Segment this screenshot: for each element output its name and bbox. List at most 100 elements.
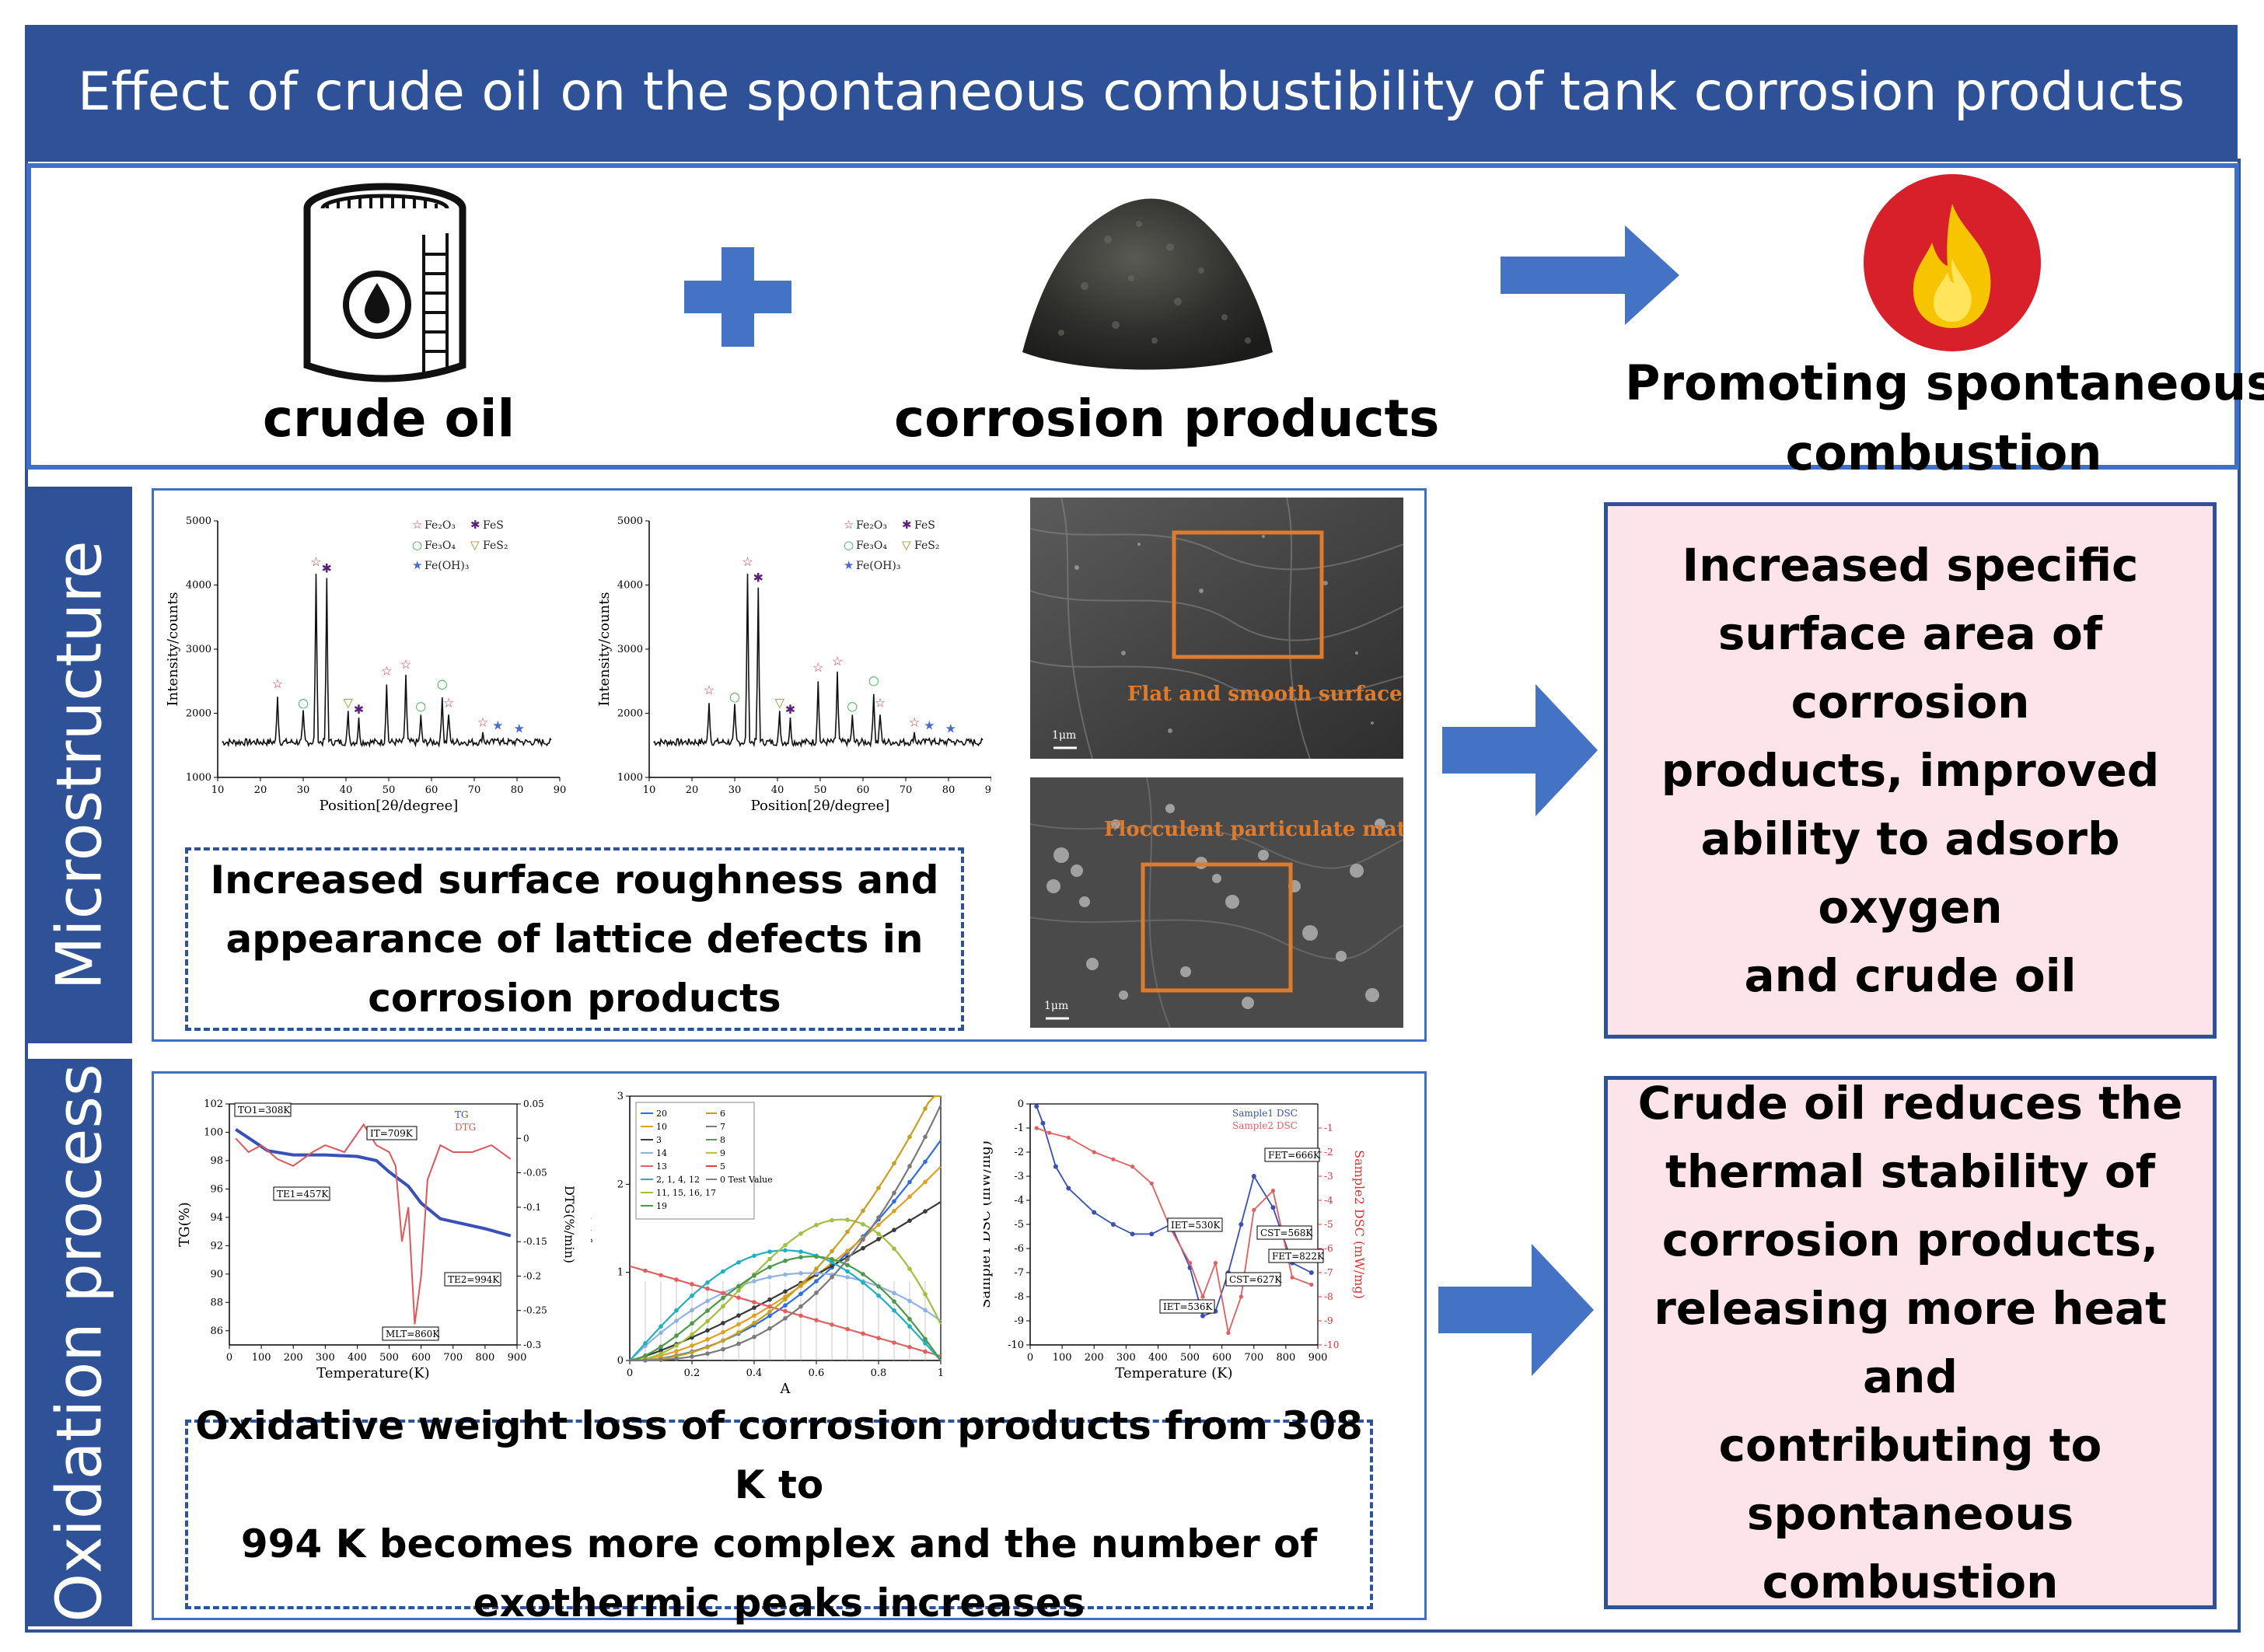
x-tick-label: 90 [985,784,991,796]
model-point [892,1299,896,1304]
annotation-box [273,1186,330,1201]
model-point [690,1343,694,1348]
legend-symbol: ○ [844,538,854,552]
model-point [752,1300,756,1304]
peak-marker: ✱ [354,702,364,717]
microstructure-side-label: Microstructure [43,540,116,990]
oxidation-side-bar: Oxidation process [26,1059,132,1626]
legend-entry: Fe₃O₄ [856,540,887,552]
legend-symbol: ✱ [470,518,480,532]
top-row-box [26,163,2239,470]
microstructure-summary-box: Increased surface roughness and appearan… [185,847,964,1031]
sample1-point [1034,1104,1039,1109]
oxidation-conclusion-line-3: corrosion products, [1661,1214,2159,1266]
model-point [690,1332,694,1337]
model-point [845,1326,850,1332]
model-point [752,1305,756,1310]
x-tick-label: 400 [348,1352,367,1364]
model-point [674,1343,679,1348]
microstructure-conclusion-line-2: surface area of corrosion [1717,607,2103,728]
model-point [861,1331,865,1336]
legend-symbol: ✱ [902,518,912,532]
model-point [721,1329,725,1335]
y-tick-label: 86 [210,1325,223,1337]
model-point [659,1357,663,1362]
model-point [830,1217,834,1223]
model-point [876,1186,881,1190]
peak-marker: ✱ [322,561,332,575]
model-point [690,1308,694,1313]
model-point [659,1344,663,1350]
model-point [783,1248,788,1253]
peak-marker: ☆ [272,676,283,691]
model-point [798,1282,803,1287]
model-point [767,1256,772,1262]
model-point [892,1228,896,1232]
model-point [923,1292,928,1297]
model-point [798,1271,803,1276]
y2-tick-label: -0.15 [523,1236,547,1247]
annotation-label: TE2=994K [448,1274,500,1285]
model-point [767,1265,772,1270]
model-point [705,1286,710,1291]
model-point [907,1266,912,1271]
y-axis-label: y(α) [591,1214,593,1243]
model-point [705,1351,710,1356]
x-tick-label: 200 [1085,1352,1104,1364]
sample1-point [1239,1222,1244,1227]
legend-entry: FeS₂ [483,540,508,552]
x-tick-label: 0 [627,1367,633,1379]
peak-marker: ★ [492,718,503,732]
model-point [659,1330,663,1336]
oxidation-summary-box: Oxidative weight loss of corrosion produ… [185,1403,1373,1626]
legend-entry: Fe(OH)₃ [856,560,900,572]
x-tick-label: 500 [1180,1352,1200,1364]
model-point [845,1275,850,1280]
peak-marker: ☆ [812,660,823,675]
x-tick-label: 600 [1212,1352,1232,1364]
sample2-point [1149,1181,1154,1186]
y-tick-label: 2000 [617,708,643,720]
annotation-box [1159,1299,1215,1314]
peak-marker: ✱ [785,702,795,717]
oil-barrel-icon [303,183,466,382]
legend-entry: 11, 15, 16, 17 [656,1188,716,1198]
sample1-point [1092,1210,1097,1215]
model-point [907,1317,912,1322]
sem-caption-smooth: Flat and smooth surface [1127,683,1403,706]
model-point [721,1304,725,1309]
model-point [845,1249,850,1253]
oxidation-summary-text: Oxidative weight loss of corrosion produ… [188,1396,1370,1633]
x-tick-label: 400 [1148,1352,1168,1364]
y-tick-label: 3 [617,1091,624,1102]
model-point [907,1164,912,1168]
model-point [705,1318,710,1324]
crude-oil-label: crude oil [262,389,515,449]
sample2-point [1213,1261,1218,1266]
legend-entry: 13 [656,1161,667,1172]
oxidation-panel [152,1071,1427,1620]
model-point [861,1272,865,1277]
annotation-box [234,1102,292,1117]
model-point [798,1249,803,1254]
peak-marker: ✱ [753,571,763,585]
x-tick-label: 200 [284,1352,303,1364]
model-point [798,1304,803,1309]
x-tick-label: 0.2 [684,1367,701,1379]
x-tick-label: 80 [942,784,956,796]
y-tick-label: -7 [1014,1267,1024,1279]
model-point [736,1295,741,1300]
model-point [814,1254,819,1259]
model-point [752,1313,756,1318]
model-point [861,1245,865,1251]
model-point [876,1237,881,1242]
peak-marker: ☆ [909,714,920,729]
y2-tick-label: -2 [1324,1147,1333,1158]
fire-icon [1864,174,2041,351]
legend-entry: Fe₂O₃ [424,519,456,532]
annotation-label: FET=822K [1272,1251,1325,1262]
model-point [705,1328,710,1333]
peak-marker: ○ [868,673,879,688]
sample1-point [1040,1120,1046,1126]
